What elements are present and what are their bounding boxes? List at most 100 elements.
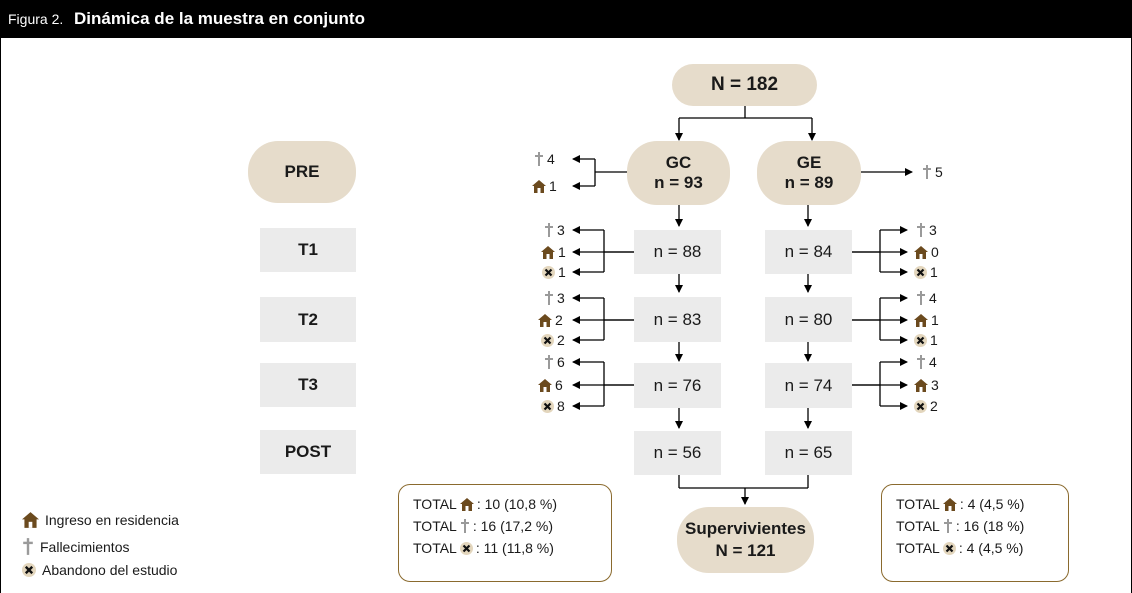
ge-t1-deaths: 3	[916, 222, 937, 238]
cross-icon	[23, 538, 33, 555]
house-icon	[914, 245, 928, 259]
ge-t1-dropout-value: 1	[930, 264, 938, 280]
pre-ge-deaths-value: 5	[935, 164, 943, 180]
total-word: TOTAL	[896, 518, 940, 534]
ge-t3-residence-value: 3	[931, 377, 939, 393]
pre-gc-residence-value: 1	[549, 178, 557, 194]
ge-t1-count: n = 84	[765, 230, 852, 274]
phase-t1: T1	[260, 228, 356, 272]
cross-icon	[535, 152, 543, 166]
gc-total-residence-value: : 10 (10,8 %)	[476, 496, 557, 512]
gc-t3-deaths: 6	[544, 354, 565, 370]
cross-icon	[460, 519, 469, 533]
group-ge-node: GE n = 89	[757, 141, 861, 205]
total-sample-label: N = 182	[710, 74, 779, 95]
survivors-node: Supervivientes N = 121	[677, 507, 814, 573]
ge-t1-deaths-value: 3	[929, 222, 937, 238]
gc-t3-count-label: n = 76	[653, 375, 702, 395]
phase-pre: PRE	[248, 141, 356, 203]
gc-total-deaths: TOTAL : 16 (17,2 %)	[413, 515, 611, 537]
x-circle-icon	[942, 541, 956, 555]
phase-t1-label: T1	[298, 240, 318, 259]
house-icon	[538, 313, 552, 327]
gc-t3-count: n = 76	[634, 363, 721, 408]
ge-t3-count: n = 74	[765, 363, 852, 408]
gc-t3-dropout: 8	[541, 398, 565, 414]
figure-title: Dinámica de la muestra en conjunto	[74, 9, 365, 28]
gc-t1-count: n = 88	[634, 230, 721, 274]
total-word: TOTAL	[413, 518, 457, 534]
legend-dropout: Abandono del estudio	[22, 562, 177, 578]
group-ge-count: n = 89	[784, 173, 834, 192]
survivors-label: Supervivientes	[685, 519, 806, 538]
gc-t2-residence-value: 2	[555, 312, 563, 328]
gc-t2-count-label: n = 83	[653, 309, 702, 329]
total-word: TOTAL	[413, 496, 457, 512]
pre-gc-deaths: 4	[534, 151, 555, 167]
gc-t2-dropout-value: 2	[557, 332, 565, 348]
gc-total-residence: TOTAL : 10 (10,8 %)	[413, 493, 611, 515]
phase-t3: T3	[260, 363, 356, 407]
ge-total-dropout: TOTAL : 4 (4,5 %)	[896, 537, 1068, 559]
ge-t3-deaths: 4	[916, 354, 937, 370]
ge-t3-residence: 3	[914, 377, 939, 393]
ge-total-deaths: TOTAL : 16 (18 %)	[896, 515, 1068, 537]
x-circle-icon	[459, 541, 473, 555]
gc-t1-dropout: 1	[542, 264, 566, 280]
gc-t2-deaths: 3	[544, 290, 565, 306]
house-icon	[942, 497, 957, 511]
x-circle-icon	[541, 399, 554, 413]
gc-t2-residence: 2	[538, 312, 563, 328]
x-circle-icon	[914, 333, 927, 347]
total-word: TOTAL	[896, 496, 940, 512]
ge-t1-dropout: 1	[914, 264, 938, 280]
cross-icon	[923, 165, 931, 179]
gc-t1-count-label: n = 88	[653, 242, 702, 261]
cross-icon	[545, 223, 553, 237]
gc-totals-box: TOTAL : 10 (10,8 %) TOTAL : 16 (17,2 %) …	[398, 484, 612, 582]
gc-t2-dropout: 2	[541, 332, 565, 348]
gc-post-count-label: n = 56	[653, 443, 702, 462]
phase-t2-label: T2	[298, 309, 318, 329]
phase-pre-label: PRE	[284, 162, 320, 181]
ge-t3-dropout: 2	[914, 398, 938, 414]
figure-header: Figura 2. Dinámica de la muestra en conj…	[0, 0, 1132, 38]
gc-t1-deaths: 3	[544, 222, 565, 238]
phase-t3-label: T3	[298, 375, 318, 394]
gc-t3-dropout-value: 8	[557, 398, 565, 414]
gc-t3-residence: 6	[538, 377, 563, 393]
ge-t3-dropout-value: 2	[930, 398, 938, 414]
total-sample-node: N = 182	[672, 64, 817, 106]
gc-total-dropout: TOTAL : 11 (11,8 %)	[413, 537, 611, 559]
ge-t1-count-label: n = 84	[784, 242, 833, 261]
ge-total-residence: TOTAL : 4 (4,5 %)	[896, 493, 1068, 515]
legend-residence-label: Ingreso en residencia	[45, 512, 179, 528]
ge-post-count-label: n = 65	[784, 443, 833, 462]
x-circle-icon	[22, 563, 36, 577]
pre-gc-deaths-value: 4	[547, 151, 555, 167]
ge-t2-count: n = 80	[765, 297, 852, 342]
pre-gc-residence: 1	[532, 178, 557, 194]
x-circle-icon	[914, 399, 927, 413]
ge-t2-dropout: 1	[914, 332, 938, 348]
cross-icon	[545, 355, 553, 369]
gc-t3-deaths-value: 6	[557, 354, 565, 370]
gc-t2-count: n = 83	[634, 297, 721, 342]
ge-t3-deaths-value: 4	[929, 354, 937, 370]
ge-t2-residence: 1	[914, 312, 939, 328]
legend-dropout-label: Abandono del estudio	[42, 562, 178, 578]
gc-t1-residence-value: 1	[558, 244, 566, 260]
legend-deaths: Fallecimientos	[22, 538, 129, 555]
house-icon	[914, 378, 928, 392]
ge-t2-deaths-value: 4	[929, 290, 937, 306]
group-gc-count: n = 93	[654, 173, 703, 192]
ge-totals-box: TOTAL : 4 (4,5 %) TOTAL : 16 (18 %) TOTA…	[881, 484, 1069, 582]
house-icon	[914, 313, 928, 327]
ge-total-residence-value: : 4 (4,5 %)	[959, 496, 1025, 512]
gc-t1-dropout-value: 1	[558, 264, 566, 280]
phase-post: POST	[260, 430, 356, 474]
group-gc-node: GC n = 93	[627, 141, 730, 205]
ge-t1-residence-value: 0	[931, 244, 939, 260]
legend-residence: Ingreso en residencia	[22, 512, 179, 528]
